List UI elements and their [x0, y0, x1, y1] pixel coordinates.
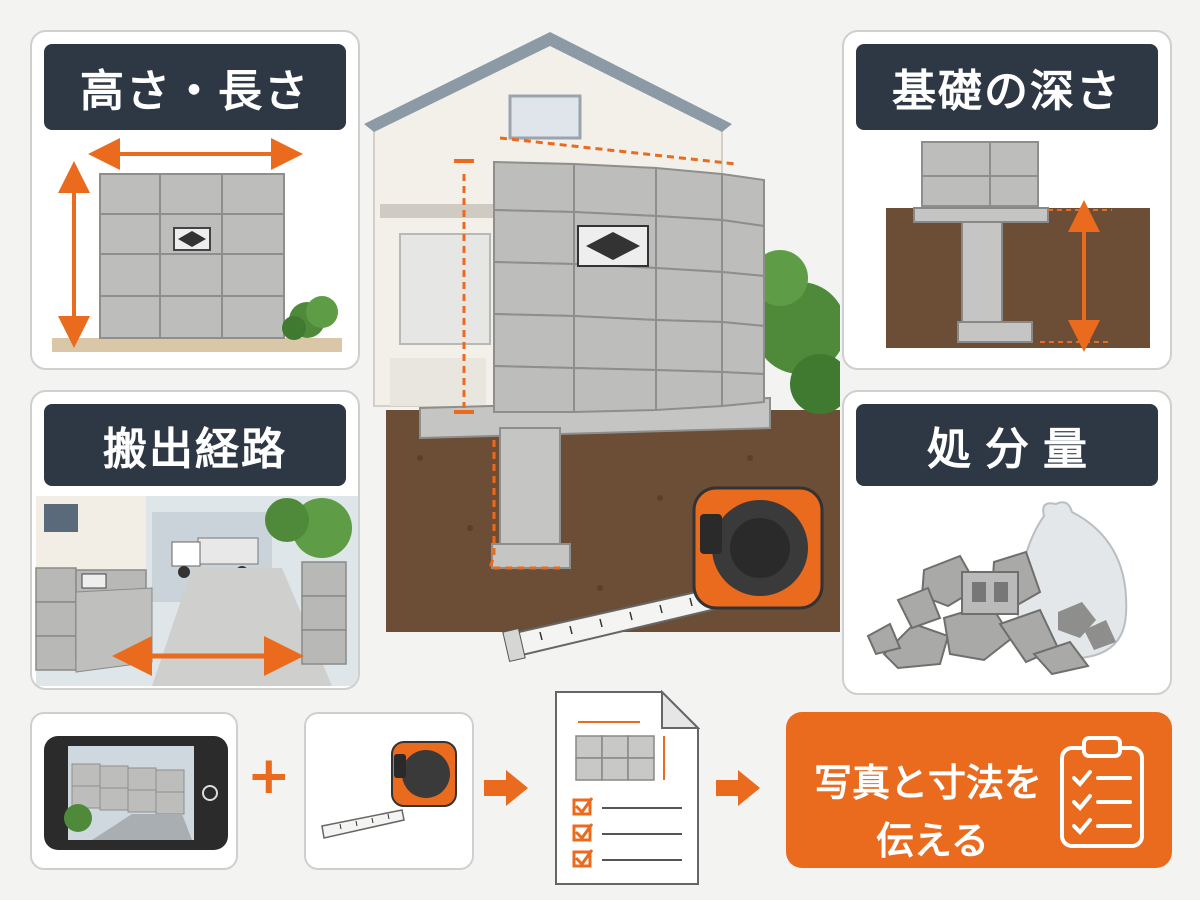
truck-route-icon: [35, 496, 358, 686]
rubble-bag-icon: [866, 501, 1128, 676]
tape-measure-icon: [502, 486, 824, 663]
arrow-right-icon: [716, 770, 760, 806]
cta-line-2: 伝える: [876, 819, 989, 863]
foundation-depth-icon: [886, 141, 1150, 352]
clipboard-checklist-icon: [1060, 736, 1144, 848]
panel-foundation-depth: 基礎の深さ: [842, 30, 1172, 370]
tape-measure-small-icon: [321, 741, 457, 839]
measure-lines: [462, 136, 737, 570]
block-wall: [493, 160, 765, 414]
panel-disposal-volume: 処分量: [842, 390, 1172, 695]
cta-send-photos-dimensions: 写真と寸法を 伝える: [786, 712, 1172, 868]
panel-route: 搬出経路: [30, 390, 360, 690]
panel-label-route: 搬出経路: [44, 404, 346, 486]
step-photo: [30, 712, 238, 870]
panel-height-length: 高さ・長さ: [30, 30, 360, 370]
panel-label-disposal-volume: 処分量: [856, 404, 1158, 486]
step-measure: [304, 712, 474, 870]
block-wall-illustration: [364, 32, 840, 663]
block-wall-measure-icon: [52, 138, 342, 352]
arrow-right-icon: [484, 770, 528, 806]
panel-label-height-length: 高さ・長さ: [44, 44, 346, 130]
plus-sign: +: [247, 746, 291, 806]
smartphone-icon: [44, 736, 228, 850]
panel-label-foundation-depth: 基礎の深さ: [856, 44, 1158, 130]
document-icon: [555, 689, 701, 885]
cta-line-1: 写真と寸法を: [814, 761, 1043, 805]
